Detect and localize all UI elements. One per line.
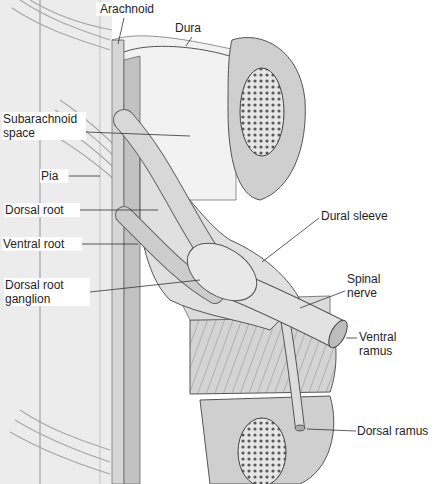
root-label: Dorsal root bbox=[4, 203, 80, 217]
dorsal-ramus-outline bbox=[285, 318, 300, 428]
ganglion-label: Dorsal root ganglion bbox=[4, 278, 90, 306]
layer-label: Arachnoid bbox=[96, 2, 158, 16]
sheath-label: Dural sleeve bbox=[320, 209, 410, 223]
nerve-label: Spinal nerve bbox=[346, 272, 398, 300]
spongy-bone bbox=[238, 418, 286, 484]
arachnoid-layer bbox=[112, 40, 124, 484]
space-label: Subarachnoid space bbox=[2, 112, 86, 140]
layer-label: Dura bbox=[174, 21, 210, 35]
spinal-cord bbox=[0, 0, 112, 484]
dorsal-ramus bbox=[285, 318, 300, 428]
dorsal-root-ganglion bbox=[177, 232, 267, 313]
root-label: Ventral root bbox=[2, 237, 82, 251]
pia-layer bbox=[100, 0, 101, 484]
leader-lines bbox=[69, 18, 357, 431]
ramus-label: Dorsal ramus bbox=[356, 424, 436, 438]
vertebra-upper bbox=[228, 38, 305, 201]
ramus-label: Ventral ramus bbox=[358, 330, 410, 358]
dura-edge bbox=[124, 46, 236, 58]
spongy-bone bbox=[240, 68, 284, 156]
dorsal-ramus-end bbox=[295, 425, 305, 431]
layer-label: Pia bbox=[40, 169, 68, 183]
ventral-ramus-end bbox=[325, 317, 351, 350]
